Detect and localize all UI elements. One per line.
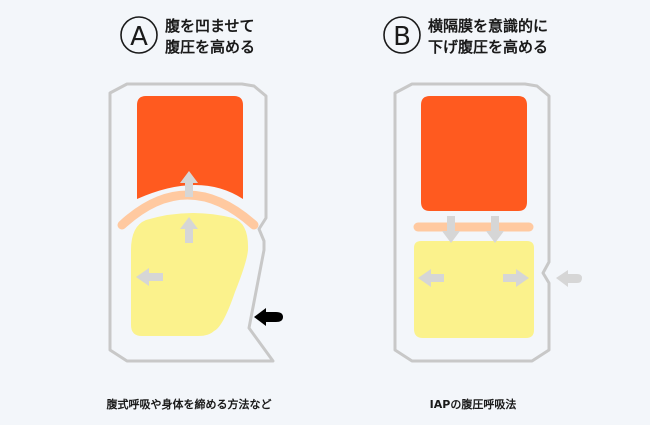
- arrow-right-abdomen-b: [503, 269, 529, 287]
- arrow-up-abdomen-a: [180, 217, 198, 243]
- torso-outline-b: [393, 82, 551, 363]
- panel-a: A 腹を凹ませて 腹圧を高める 腹式呼吸や身体を締める方法など: [107, 16, 283, 411]
- arrow-up-chest-a: [180, 171, 198, 197]
- arrow-down-right-b: [486, 216, 504, 243]
- badge-circle-b: [383, 16, 421, 54]
- abdomen-block-a: [131, 212, 249, 336]
- badge-circle-a: [120, 16, 158, 54]
- arrow-left-abdomen-a: [136, 268, 163, 286]
- caption-a: 腹式呼吸や身体を締める方法など: [107, 397, 272, 411]
- chest-block-b: [421, 96, 527, 211]
- badge-letter-a: A: [130, 22, 148, 52]
- panel-b: B 横隔膜を意識的に 下げ腹圧を高める IAPの腹圧呼吸法: [383, 16, 582, 411]
- arrow-down-left-b: [442, 216, 460, 243]
- heading-a-line2: 腹圧を高める: [165, 38, 255, 56]
- heading-a-line1: 腹を凹ませて: [165, 17, 255, 35]
- heading-b-line2: 下げ腹圧を高める: [428, 38, 548, 56]
- arrow-left-abdomen-b: [418, 269, 444, 287]
- abdomen-block-b: [414, 241, 534, 338]
- badge-letter-b: B: [393, 22, 411, 52]
- torso-outline-a: [108, 82, 275, 363]
- heading-b-line1: 横隔膜を意識的に: [428, 17, 548, 35]
- caption-b: IAPの腹圧呼吸法: [430, 397, 517, 411]
- arrow-compress-black-a: [254, 308, 283, 326]
- chest-block-a: [137, 96, 243, 199]
- arrow-outside-light-b: [556, 270, 582, 287]
